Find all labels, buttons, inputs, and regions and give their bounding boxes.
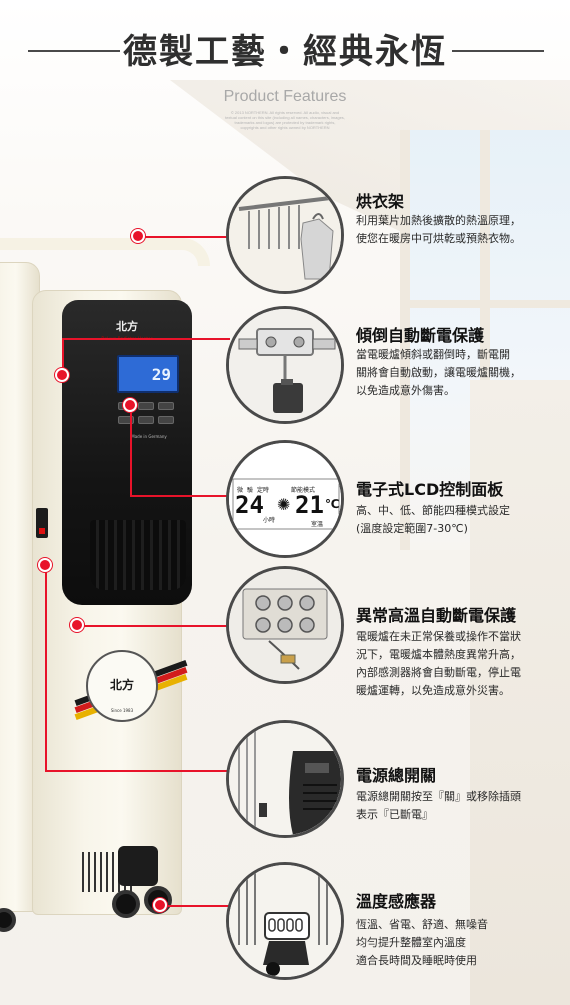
- feature-title: 異常高溫自動斷電保護: [356, 606, 517, 625]
- feature-line: 表示『已斷電』: [356, 808, 433, 821]
- pointer-line: [45, 770, 230, 772]
- feature-line: 使您在暖房中可烘乾或預熱衣物。: [356, 232, 521, 245]
- quality-badge: 北方 Since 1983: [72, 650, 190, 722]
- pointer-line: [78, 625, 230, 627]
- wheel: [112, 890, 140, 918]
- panel-button: [158, 402, 174, 410]
- caster-body: [118, 846, 158, 886]
- feature-description: 利用葉片加熱後擴散的熱溫原理， 使您在暖房中可烘乾或預熱衣物。: [356, 212, 562, 248]
- feature-line: 利用葉片加熱後擴散的熱溫原理，: [356, 214, 521, 227]
- lcd-temp-sub: 室溫: [311, 521, 324, 528]
- feature-title: 溫度感應器: [356, 892, 437, 911]
- power-switch: [36, 508, 48, 538]
- copyright-line: copyrights and other rights owned by NOR…: [240, 125, 330, 130]
- lcd-label: 定時: [257, 487, 270, 494]
- feature-description: 恆溫、省電、舒適、無噪音 均勻提升整體室內溫度 適合長時間及睡眠時使用: [356, 916, 562, 970]
- panel-button: [138, 402, 154, 410]
- panel-button: [118, 416, 134, 424]
- copyright-line: trademarks and logos) are protected by t…: [234, 120, 336, 125]
- feature-line: 均勻提升整體室內溫度: [356, 936, 466, 949]
- pointer-line: [62, 338, 64, 376]
- feature-line: 內部感測器將會自動斷電，停止電: [356, 666, 521, 679]
- page-title: 德製工藝・經典永恆: [123, 32, 447, 72]
- feature-line: 況下，電暖爐本體熱度異常升高，: [356, 648, 521, 661]
- pointer-line: [130, 406, 132, 496]
- title-rule-left: [28, 50, 120, 52]
- copyright-line: textual content on this site (including …: [225, 115, 345, 120]
- lcd-hours-unit: 小時: [263, 517, 276, 524]
- lcd-label: 驗: [247, 487, 254, 494]
- pointer-line: [160, 905, 230, 907]
- title-rule-right: [452, 50, 544, 52]
- pointer-dot: [153, 898, 167, 912]
- feature-description: 電暖爐在未正常保養或操作不當狀 況下，電暖爐本體熱度異常升高， 內部感測器將會自…: [356, 628, 562, 700]
- brand-logo: 北方: [116, 320, 138, 333]
- feature-title: 電源總開關: [356, 766, 437, 785]
- lcd-label: 節能模式: [291, 487, 316, 494]
- lcd-display: 29: [117, 355, 179, 393]
- temperature-sensor-icon: [226, 862, 344, 980]
- badge-seal: [86, 650, 158, 722]
- feature-title: 電子式LCD控制面板: [356, 480, 504, 499]
- sun-icon: ✺: [277, 495, 291, 514]
- copyright-line: © 2013 NORTHERN. All rights reserved. Al…: [230, 110, 340, 115]
- drying-rack-icon: [226, 176, 344, 294]
- tilt-switch-icon: [226, 306, 344, 424]
- lcd-panel-icon: 微 驗 定時 節能模式 24 小時 ✺ 21 ℃ 室溫: [226, 440, 344, 558]
- made-in-label: Made in Germany: [131, 434, 167, 439]
- power-switch-icon: [226, 720, 344, 838]
- feature-line: (溫度設定範圍7-30℃): [356, 522, 468, 535]
- panel-button: [138, 416, 154, 424]
- feature-title: 傾倒自動斷電保護: [356, 326, 485, 345]
- pointer-line: [138, 236, 230, 238]
- caster-wheel: [112, 846, 174, 926]
- pointer-dot: [55, 368, 69, 382]
- feature-line: 電源總開關按至『關』或移除插頭: [356, 790, 521, 803]
- pointer-dot: [131, 229, 145, 243]
- lcd-label: 微: [237, 487, 244, 494]
- thermal-cutoff-icon: [226, 566, 344, 684]
- feature-line: 當電暖爐傾斜或翻倒時，斷電開: [356, 348, 510, 361]
- wheel: [0, 908, 16, 932]
- pointer-line: [45, 565, 47, 771]
- feature-line: 恆溫、省電、舒適、無噪音: [356, 918, 488, 931]
- page-subtitle: Product Features: [223, 88, 347, 105]
- pointer-dot: [70, 618, 84, 632]
- air-grill: [90, 520, 186, 590]
- wheel: [144, 886, 172, 914]
- pointer-dot: [123, 398, 137, 412]
- feature-description: 當電暖爐傾斜或翻倒時，斷電開 關將會自動啟動，讓電暖爐關機， 以免造成意外傷害。: [356, 346, 562, 400]
- drying-rack-rail: [0, 238, 210, 266]
- copyright-notice: © 2013 NORTHERN. All rights reserved. Al…: [180, 110, 390, 130]
- lcd-hours-value: 24: [235, 491, 264, 519]
- feature-line: 關將會自動啟動，讓電暖爐關機，: [356, 366, 521, 379]
- feature-title: 烘衣架: [356, 192, 405, 211]
- lcd-temp-value: 21: [295, 491, 324, 519]
- feature-line: 高、中、低、節能四種模式設定: [356, 504, 510, 517]
- pointer-line: [62, 338, 230, 340]
- feature-description: 高、中、低、節能四種模式設定 (溫度設定範圍7-30℃): [356, 502, 562, 538]
- badge-mark: 北方: [109, 678, 134, 692]
- feature-description: 電源總開關按至『關』或移除插頭 表示『已斷電』: [356, 788, 562, 824]
- pointer-line: [130, 495, 230, 497]
- feature-line: 以免造成意外傷害。: [356, 384, 455, 397]
- feature-line: 適合長時間及睡眠時使用: [356, 954, 477, 967]
- wall: [470, 380, 570, 1005]
- feature-line: 電暖爐在未正常保養或操作不當狀: [356, 630, 521, 643]
- pointer-dot: [38, 558, 52, 572]
- feature-line: 暖爐運轉，以免造成意外災害。: [356, 684, 510, 697]
- lcd-temp-unit: ℃: [325, 497, 340, 511]
- control-panel: 北方 Deluxe Radiator Heater 29 Made in Ger…: [62, 300, 192, 605]
- lcd-value: 29: [151, 365, 171, 384]
- badge-since: Since 1983: [110, 708, 134, 713]
- panel-button: [158, 416, 174, 424]
- page-header: 德製工藝・經典永恆: [0, 24, 570, 74]
